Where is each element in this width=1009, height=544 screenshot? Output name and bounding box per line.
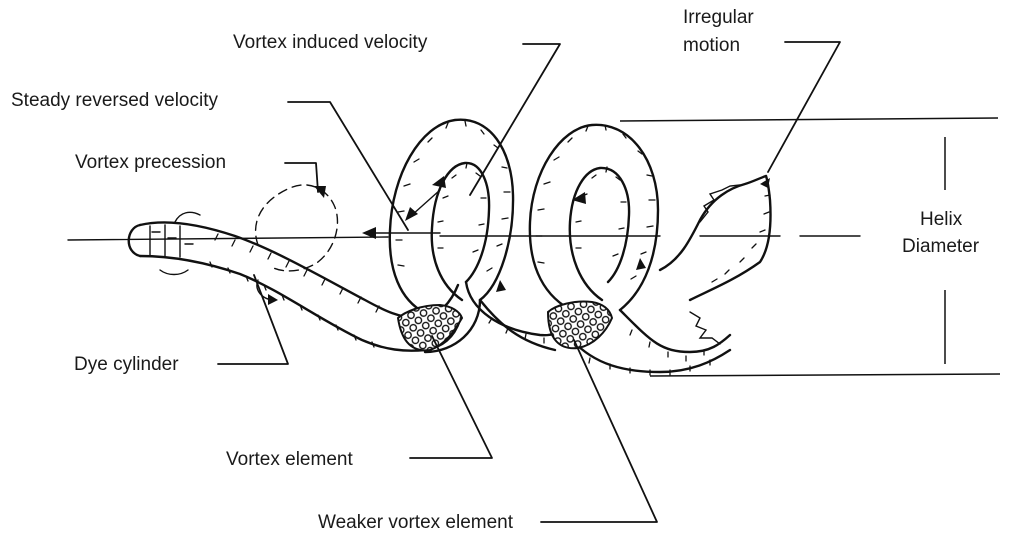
label-vortex-element: Vortex element — [226, 449, 353, 470]
label-steady-reversed-velocity: Steady reversed velocity — [11, 90, 218, 111]
flow-arrows — [362, 176, 770, 292]
vortex-precession-symbol — [160, 185, 337, 305]
labels: Vortex induced velocity Irregular motion… — [11, 7, 980, 533]
label-vortex-precession: Vortex precession — [75, 152, 226, 173]
surface-hatching — [210, 121, 770, 375]
label-helix-diameter-line1: Helix — [920, 209, 963, 230]
label-vortex-induced-velocity: Vortex induced velocity — [233, 32, 428, 53]
label-weaker-vortex-element: Weaker vortex element — [318, 512, 514, 533]
label-helix-diameter-line2: Diameter — [902, 236, 980, 257]
label-dye-cylinder: Dye cylinder — [74, 354, 179, 375]
label-irregular-motion-line1: Irregular — [683, 7, 754, 28]
label-irregular-motion-line2: motion — [683, 35, 740, 56]
axis-line — [68, 236, 860, 240]
vortex-element-mesh — [398, 305, 462, 350]
weaker-vortex-element-mesh — [548, 302, 612, 349]
